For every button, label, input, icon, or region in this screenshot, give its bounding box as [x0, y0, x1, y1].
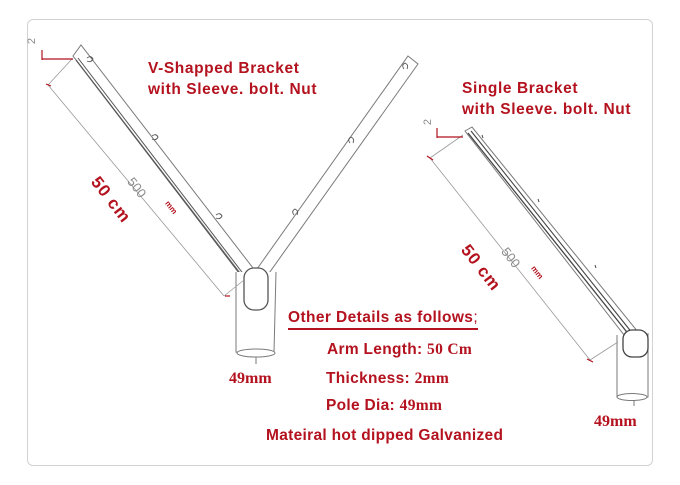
single-bracket-title-line1: Single Bracket	[462, 80, 579, 97]
detail-material: Mateiral hot dipped Galvanized	[266, 427, 504, 444]
details-heading-text: Other Details as follows	[288, 309, 474, 326]
single-bracket-thickness-mark: 2	[422, 118, 435, 126]
v-bracket-pole-dia: 49mm	[229, 370, 272, 387]
v-bracket-title-line1: V-Shapped Bracket	[148, 60, 300, 77]
v-bracket-title-line2: with Sleeve. bolt. Nut	[148, 81, 318, 98]
pole-dia-value: 49mm	[399, 397, 443, 414]
single-bracket-sleeve	[616, 329, 649, 406]
v-bracket-sleeve	[235, 267, 277, 364]
v-bracket-dimension-lines	[47, 58, 245, 297]
detail-thickness: Thickness: 2mm	[326, 370, 449, 388]
v-bracket-thickness-mark: 2	[26, 37, 39, 45]
details-heading: Other Details as follows;	[288, 309, 479, 330]
pole-dia-label: Pole Dia:	[326, 397, 396, 414]
single-bracket-title-line2: with Sleeve. bolt. Nut	[462, 101, 632, 118]
arm-length-label: Arm Length:	[327, 341, 423, 358]
single-bracket-pole-dia: 49mm	[594, 413, 637, 430]
detail-arm-length: Arm Length: 50 Cm	[327, 341, 472, 359]
single-bracket-dimension-lines	[429, 134, 619, 361]
thickness-value: 2mm	[414, 370, 450, 387]
single-bracket-arm	[464, 126, 639, 341]
details-heading-suffix: ;	[473, 309, 479, 326]
diagram-frame	[27, 19, 653, 466]
thickness-label: Thickness:	[326, 370, 410, 387]
detail-pole-dia: Pole Dia: 49mm	[326, 397, 442, 415]
arm-length-value: 50 Cm	[427, 341, 473, 358]
